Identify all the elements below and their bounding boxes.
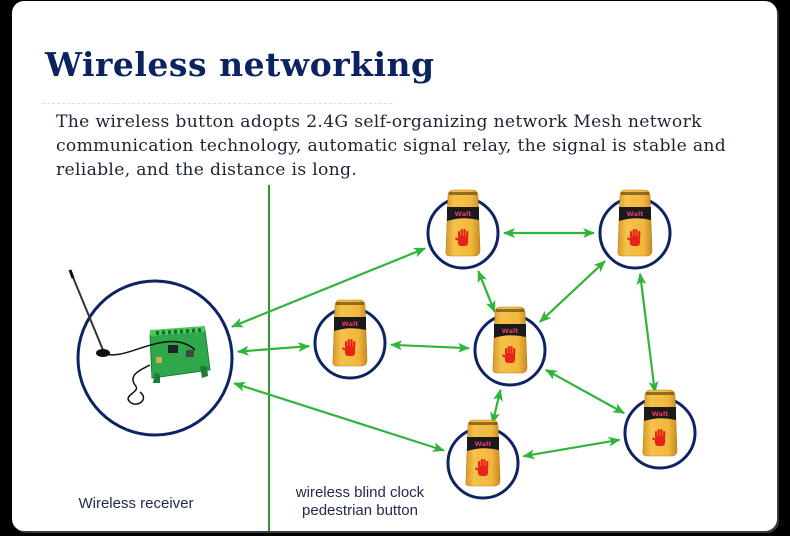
receiver-node (68, 269, 234, 437)
link-arrow-n1-n4 (477, 270, 496, 313)
link-arrow-n3-n4 (389, 340, 471, 353)
receiver-board-icon (68, 269, 211, 405)
button-display-text: Walt (475, 440, 492, 448)
button-label-line1: wireless blind clock (295, 484, 425, 501)
button-label-line2: pedestrian button (302, 502, 418, 519)
button-display-text: Walt (627, 210, 644, 218)
button-display-text: Walt (342, 320, 359, 328)
link-arrow-n4-n6 (490, 388, 503, 425)
button-display-text: Walt (502, 327, 519, 335)
hand-stop-icon (475, 459, 489, 476)
button-display (619, 207, 651, 221)
hand-stop-icon (342, 339, 356, 356)
link-arrow-n4-n5 (544, 368, 626, 415)
receiver-label: Wireless receiver (78, 495, 194, 512)
button-node-n6: Walt (446, 419, 520, 500)
hand-stop-icon (455, 229, 469, 246)
pedestrian-button-device: Walt (492, 306, 528, 374)
link-arrow-receiver-n6 (233, 381, 445, 452)
button-display (467, 437, 499, 451)
hand-stop-icon (627, 229, 641, 246)
link-arrow-n2-n5 (636, 272, 659, 394)
link-arrow-receiver-n1 (230, 247, 426, 328)
button-display (644, 407, 676, 421)
pedestrian-button-device: Walt (465, 419, 501, 487)
link-arrow-n2-n4 (539, 260, 606, 323)
hand-stop-icon (502, 346, 516, 363)
pedestrian-button-device: Walt (332, 299, 368, 367)
link-arrow-n6-n5 (522, 436, 621, 460)
button-display (447, 207, 479, 221)
button-node-n4: Walt (473, 306, 547, 387)
pedestrian-button-device: Walt (445, 189, 481, 257)
button-node-n1: Walt (426, 189, 500, 270)
button-display (334, 317, 366, 331)
button-node-n3: Walt (313, 299, 387, 380)
button-node-n5: Walt (623, 389, 697, 470)
page-title: Wireless networking (45, 45, 435, 84)
button-node-n2: Walt (598, 189, 672, 270)
hand-stop-icon (652, 429, 666, 446)
pedestrian-button-device: Walt (617, 189, 653, 257)
title-divider (42, 103, 392, 104)
pedestrian-button-device: Walt (642, 389, 678, 457)
links-layer (230, 228, 659, 460)
description-text: The wireless button adopts 2.4G self-org… (56, 112, 727, 180)
button-display-text: Walt (652, 410, 669, 418)
button-display (494, 324, 526, 338)
button-label: wireless blind clock pedestrian button (275, 484, 445, 520)
button-display-text: Walt (455, 210, 472, 218)
link-arrow-receiver-n3 (236, 342, 311, 356)
